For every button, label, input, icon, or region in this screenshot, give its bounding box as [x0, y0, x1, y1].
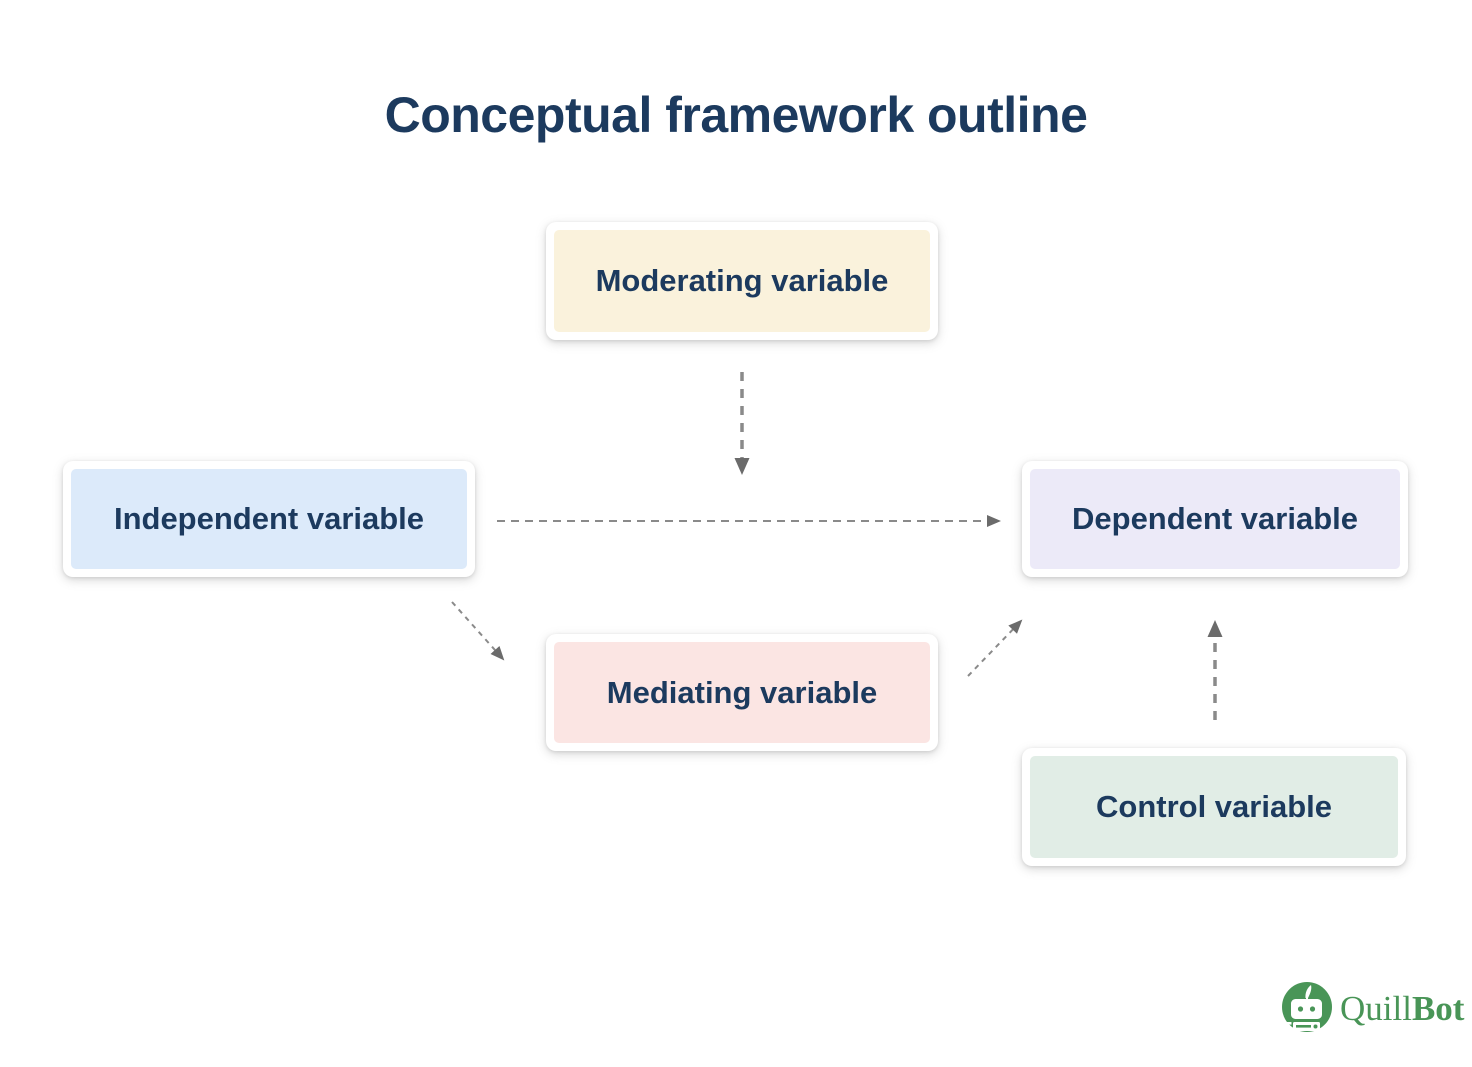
quillbot-wordmark: QuillBot [1340, 991, 1464, 1026]
node-control-label: Control variable [1096, 789, 1332, 824]
node-independent-variable: Independent variable [63, 461, 475, 577]
edge-mediating-to-dependent-arrow [967, 619, 1023, 677]
node-dependent-variable: Dependent variable [1022, 461, 1408, 577]
node-mediating-fill: Mediating variable [554, 642, 930, 743]
quillbot-word-bot: Bot [1411, 988, 1465, 1028]
node-moderating-variable: Moderating variable [546, 222, 938, 340]
node-dependent-label: Dependent variable [1072, 501, 1358, 536]
node-moderating-fill: Moderating variable [554, 230, 930, 332]
quillbot-branding: QuillBot [1281, 981, 1464, 1035]
node-mediating-label: Mediating variable [606, 674, 878, 710]
node-independent-label: Independent variable [113, 501, 425, 536]
node-independent-fill: Independent variable [71, 469, 467, 569]
node-control-fill: Control variable [1030, 756, 1398, 858]
node-moderating-label: Moderating variable [595, 263, 889, 298]
node-control-variable: Control variable [1022, 748, 1406, 866]
quillbot-robot-icon [1282, 982, 1332, 1032]
edge-independent-to-mediating-arrow [451, 601, 505, 661]
quillbot-word-quill: Quill [1340, 988, 1412, 1028]
node-dependent-fill: Dependent variable [1030, 469, 1400, 569]
page-title: Conceptual framework outline [384, 87, 1088, 143]
node-mediating-variable: Mediating variable [546, 634, 938, 751]
